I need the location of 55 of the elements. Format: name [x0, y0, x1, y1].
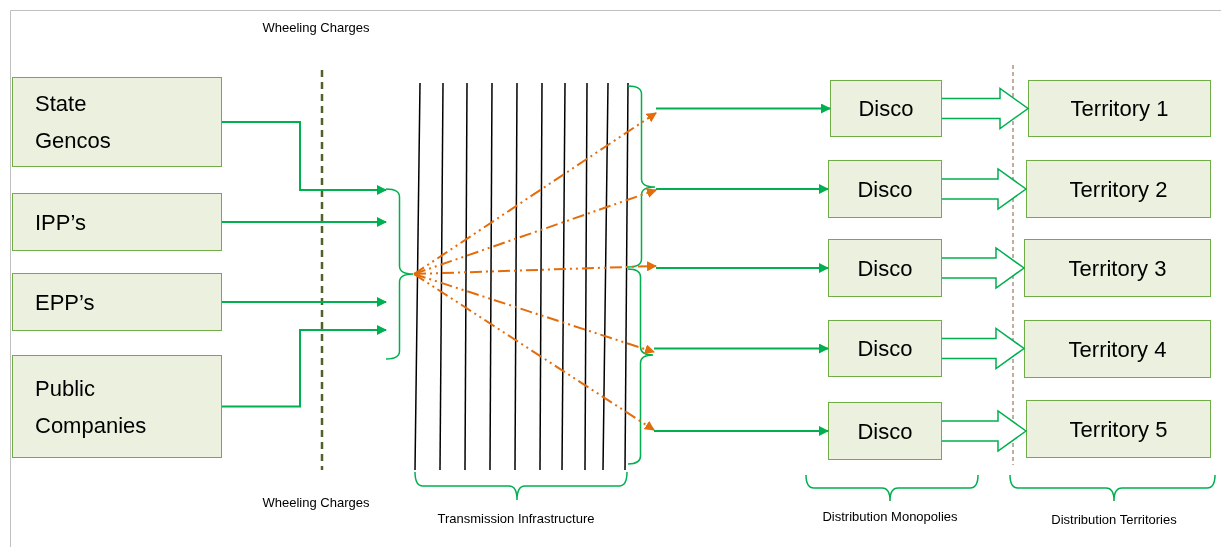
process-box	[828, 320, 942, 377]
process-box	[1024, 320, 1211, 378]
dashed-arrow	[413, 112, 657, 275]
box-label: Disco	[857, 254, 913, 283]
block-arrow	[941, 87, 1030, 130]
dashed-arrow	[413, 273, 655, 431]
box-label: Disco	[857, 335, 913, 363]
caption-text: Wheeling Charges	[262, 20, 370, 35]
caption-text: Transmission Infrastructure	[437, 511, 595, 526]
arrow	[655, 263, 829, 273]
process-box	[830, 80, 942, 137]
process-box	[12, 193, 222, 251]
box-label: Territory 4	[1068, 335, 1167, 364]
arrow	[655, 184, 829, 194]
block-arrow	[941, 409, 1028, 453]
box-label: Territory 1	[1070, 95, 1169, 123]
process-box	[12, 77, 222, 167]
curly-brace	[628, 268, 654, 465]
dashed-arrow	[413, 261, 657, 275]
arrow	[221, 325, 387, 408]
process-box	[1024, 239, 1211, 297]
caption-text: Distribution Territories	[1051, 512, 1177, 527]
block-arrow	[941, 246, 1026, 290]
block-arrow	[941, 167, 1028, 211]
process-box	[1026, 400, 1211, 458]
box-label: Territory 3	[1068, 254, 1167, 283]
arrow	[653, 343, 829, 354]
process-box	[12, 273, 222, 331]
box-label: Disco	[857, 417, 913, 446]
caption-text: Wheeling Charges	[262, 495, 370, 510]
curly-brace	[386, 188, 414, 360]
curly-brace	[628, 85, 656, 268]
process-box	[12, 355, 222, 458]
dashed-arrow	[413, 188, 657, 275]
box-label: Territory 2	[1069, 175, 1168, 204]
block-arrow	[941, 327, 1026, 370]
process-box	[828, 239, 942, 297]
process-box	[1026, 160, 1211, 218]
arrow	[655, 103, 831, 114]
box-label: Disco	[858, 95, 914, 123]
box-label: EPP’s	[35, 288, 96, 317]
box-label: Territory 5	[1069, 415, 1168, 444]
arrow	[221, 217, 387, 227]
box-label: Public Companies	[35, 374, 148, 440]
dashed-arrow	[413, 273, 655, 354]
process-box	[1028, 80, 1211, 137]
arrow	[221, 121, 387, 195]
box-label: IPP’s	[35, 208, 87, 237]
process-box	[828, 402, 942, 460]
box-label: Disco	[857, 175, 913, 204]
arrow	[653, 426, 829, 436]
process-box	[828, 160, 942, 218]
box-label: State Gencos	[35, 90, 112, 155]
arrow	[221, 297, 387, 307]
caption-text: Distribution Monopolies	[822, 509, 958, 524]
